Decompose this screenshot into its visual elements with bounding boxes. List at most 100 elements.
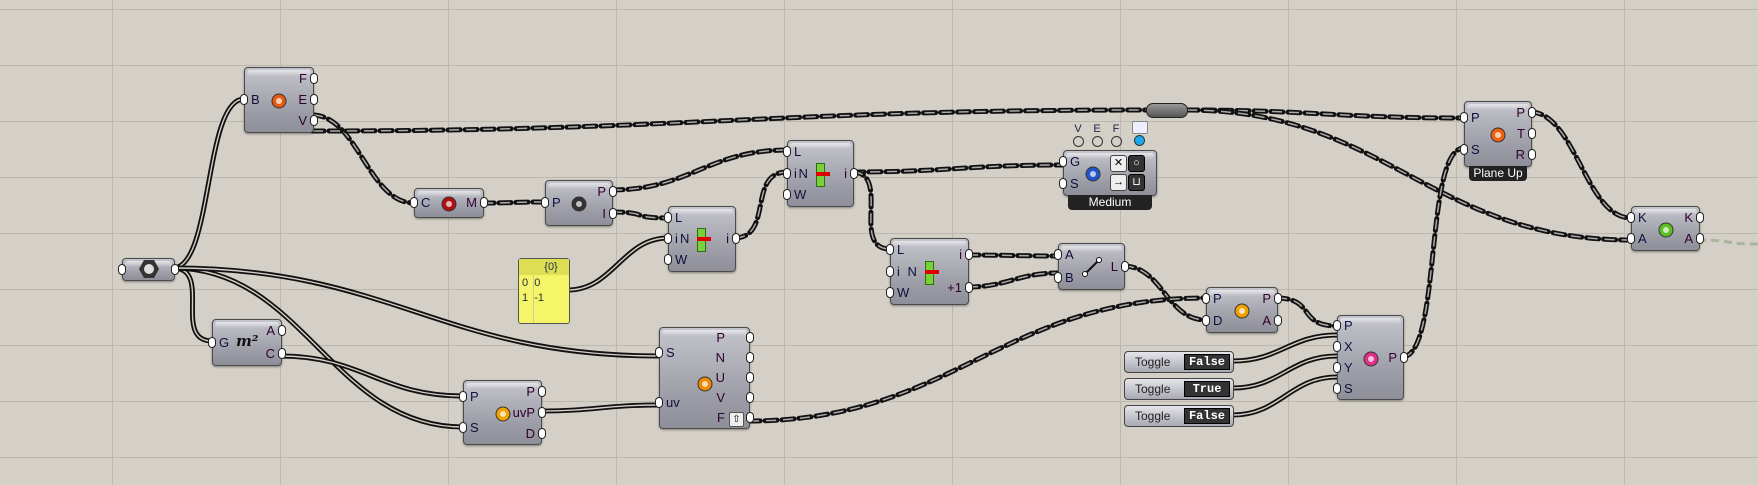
grip[interactable] [118,264,126,275]
toggle-circle[interactable] [1072,136,1084,147]
output-grip[interactable] [310,94,318,105]
output-param-P[interactable]: P [1388,349,1397,365]
output-grip[interactable] [746,372,754,383]
input-grip[interactable] [1202,293,1210,304]
input-grip[interactable] [1333,361,1341,373]
toggle-F[interactable]: F [1110,123,1122,147]
output-grip[interactable] [1528,106,1536,118]
input-param-uv[interactable]: uv [666,395,680,410]
output-grip[interactable] [850,167,858,179]
input-grip[interactable] [1460,144,1468,155]
toggle-V[interactable]: V [1072,123,1084,147]
output-grip[interactable] [310,72,318,84]
input-param-W[interactable]: W [897,285,910,301]
input-param-D[interactable]: D [1213,313,1223,328]
input-param-L[interactable]: L [675,209,683,225]
output-param-P[interactable]: P [1262,291,1271,306]
input-grip[interactable] [1460,112,1468,123]
input-param-Y[interactable]: Y [1344,359,1353,375]
output-param-A[interactable]: A [1684,231,1693,247]
output-param-V[interactable]: V [716,390,725,405]
input-param-P[interactable]: P [1213,291,1222,306]
grip[interactable] [171,264,179,275]
circle-button[interactable]: ○ [1128,155,1145,172]
input-param-L[interactable]: L [794,143,802,159]
output-grip[interactable] [538,427,546,439]
output-param-U[interactable]: U [715,370,725,385]
input-param-S[interactable]: S [666,345,675,360]
output-param-A[interactable]: A [266,323,275,339]
input-grip[interactable] [1054,271,1062,283]
input-grip[interactable] [1054,249,1062,261]
output-param-T[interactable]: T [1517,126,1525,141]
input-param-i[interactable]: i [675,231,678,246]
output-param-uvP[interactable]: uvP [512,404,535,420]
input-grip[interactable] [783,145,791,157]
input-grip[interactable] [1059,178,1067,189]
cup-button[interactable]: ⊔ [1128,174,1145,191]
output-param-i[interactable]: i [844,165,847,181]
output-grip[interactable] [278,347,286,359]
output-param-P[interactable]: P [526,383,535,399]
toggle-circle[interactable] [1091,136,1103,147]
toggle-value[interactable]: False [1184,354,1230,370]
input-grip[interactable] [541,197,549,208]
output-param-i[interactable]: i [959,247,962,263]
output-grip[interactable] [1528,149,1536,161]
output-grip[interactable] [1400,351,1408,363]
input-grip[interactable] [1333,341,1341,353]
output-grip[interactable] [965,249,973,261]
input-param-S[interactable]: S [470,420,479,436]
output-param-K[interactable]: K [1684,209,1693,225]
output-param-L[interactable]: L [1110,258,1118,274]
input-param-S[interactable]: S [1070,176,1079,191]
output-param-i[interactable]: i [726,231,729,246]
arrow-button[interactable]: → [1110,174,1127,191]
input-param-B[interactable]: B [1065,269,1074,285]
preview-toggle-icon[interactable] [1132,121,1148,134]
output-grip[interactable] [746,332,754,343]
input-param-P[interactable]: P [1344,318,1353,334]
output-grip[interactable] [609,208,617,219]
delete-button[interactable]: ✕ [1110,155,1127,172]
output-param-V[interactable]: V [298,113,307,129]
output-param-I[interactable]: I [602,206,606,221]
input-param-B[interactable]: B [251,92,260,107]
preview-active-dot[interactable] [1134,135,1145,146]
input-grip[interactable] [1333,382,1341,394]
input-param-i[interactable]: i [897,263,900,279]
input-grip[interactable] [459,390,467,402]
output-param-D[interactable]: D [525,425,535,441]
output-grip[interactable] [746,392,754,403]
input-grip[interactable] [664,211,672,223]
input-param-C[interactable]: C [421,195,431,210]
output-grip[interactable] [1696,233,1704,245]
input-grip[interactable] [240,94,248,105]
output-param-E[interactable]: E [298,92,307,107]
input-grip[interactable] [208,336,216,348]
output-param-F[interactable]: F [299,70,307,86]
output-param-+1[interactable]: +1 [947,279,962,295]
input-grip[interactable] [886,265,894,277]
input-grip[interactable] [655,397,663,408]
toggle-value[interactable]: True [1184,381,1230,397]
output-param-P[interactable]: P [1516,104,1525,120]
input-grip[interactable] [410,197,418,208]
input-grip[interactable] [886,243,894,255]
output-grip[interactable] [1274,293,1282,304]
input-param-X[interactable]: X [1344,339,1353,355]
output-param-P[interactable]: P [597,184,606,199]
input-grip[interactable] [783,189,791,201]
